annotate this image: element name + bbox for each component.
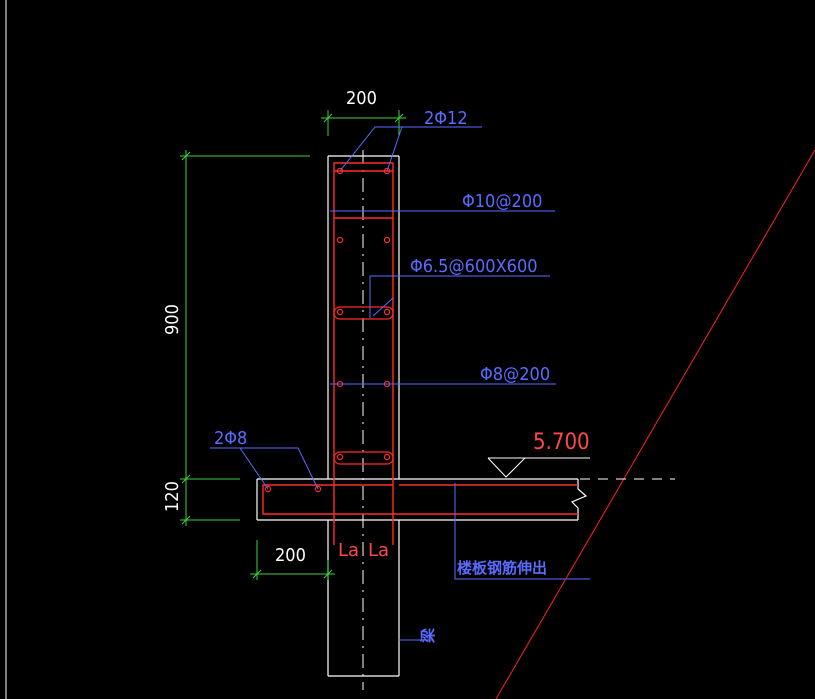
dim-bottom-width [250, 540, 335, 580]
slab-outline [256, 478, 588, 521]
label-bar-slab: 2Φ8 [214, 428, 247, 449]
label-la-left: La [338, 540, 359, 561]
dim-height [180, 150, 310, 526]
dim-height-label: 900 [162, 304, 183, 335]
elevation-marker [487, 457, 590, 478]
dim-top-width [321, 110, 406, 136]
label-slab-note: 楼板钢筋伸出 [457, 559, 547, 577]
label-bar-horizontal: Φ10@200 [462, 191, 542, 212]
tie-bars [333, 306, 394, 465]
label-bar-top: 2Φ12 [424, 108, 468, 129]
label-bar-vertical: Φ8@200 [480, 364, 550, 385]
label-beam-note: 梁 [419, 627, 437, 644]
dim-top-width-label: 200 [346, 88, 377, 109]
label-elevation: 5.700 [533, 430, 590, 455]
leader-lines [210, 126, 590, 641]
wall-rebar [333, 162, 394, 545]
label-la-right: La [368, 540, 389, 561]
slab-rebar [262, 484, 578, 515]
section-cut-line [495, 149, 815, 699]
dim-bottom-width-label: 200 [275, 545, 306, 566]
dim-slab-label: 120 [162, 481, 183, 512]
label-bar-tie: Φ6.5@600X600 [410, 256, 538, 277]
